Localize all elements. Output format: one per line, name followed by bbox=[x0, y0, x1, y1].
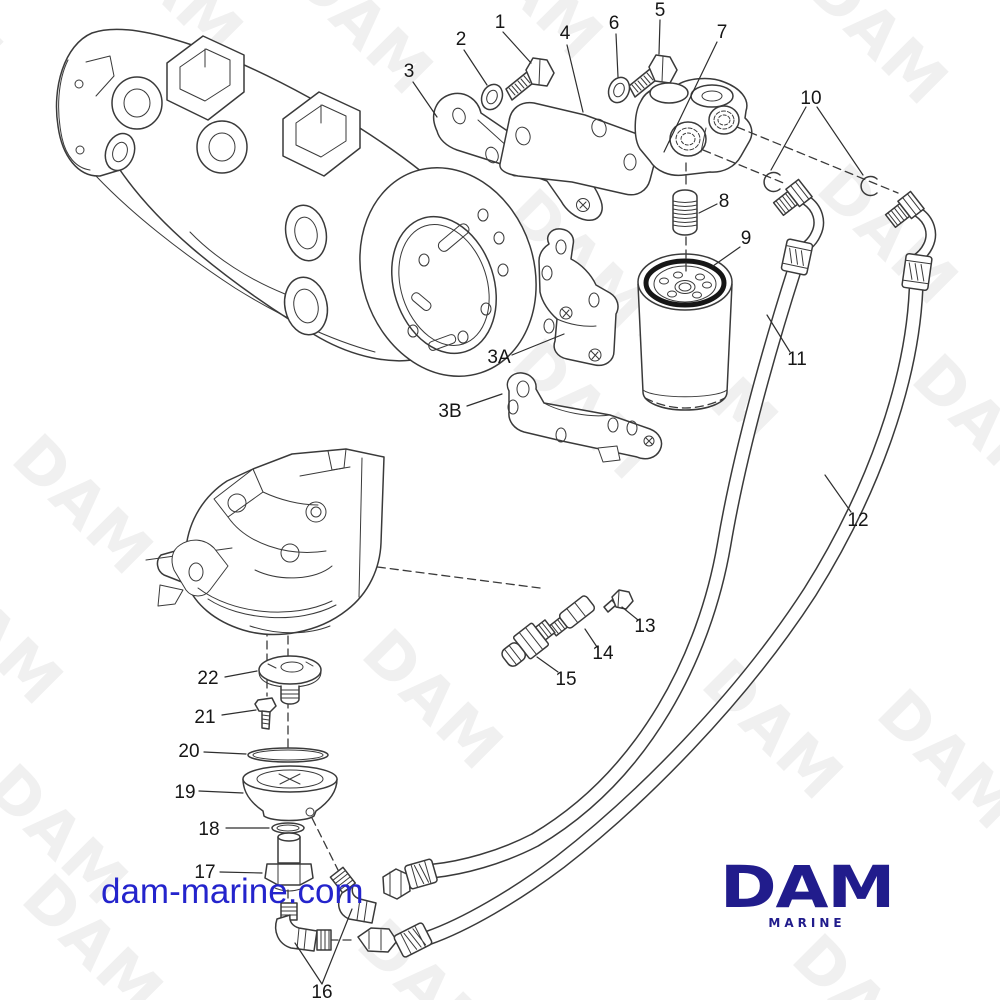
hose-11 bbox=[425, 260, 803, 879]
engine-block bbox=[55, 28, 537, 378]
elbow-16a bbox=[329, 866, 377, 924]
bolt-1 bbox=[505, 57, 555, 101]
oring-18 bbox=[271, 822, 305, 834]
hose-fitting-top-2 bbox=[884, 190, 937, 292]
nipple-8 bbox=[672, 189, 698, 236]
logo-subtitle: MARINE bbox=[768, 916, 846, 930]
leader-lines bbox=[198, 19, 864, 985]
adapter-plate-22 bbox=[258, 655, 322, 705]
remote-mount bbox=[145, 448, 385, 636]
callout-3A: 3A bbox=[487, 347, 511, 368]
oil-pressure-sender-15 bbox=[501, 619, 556, 667]
callout-3B: 3B bbox=[438, 401, 461, 422]
callout-1: 1 bbox=[495, 12, 506, 33]
callout-10: 10 bbox=[800, 88, 821, 109]
callout-7: 7 bbox=[717, 22, 728, 43]
hose-12 bbox=[420, 282, 924, 946]
washer-6 bbox=[607, 76, 631, 104]
elbow-16b bbox=[274, 902, 332, 952]
bracket-3b bbox=[506, 372, 663, 463]
hose-fitting-top-1 bbox=[772, 178, 825, 276]
hose-11-end bbox=[382, 858, 438, 900]
website-url[interactable]: dam-marine.com bbox=[101, 872, 364, 911]
plug-13 bbox=[603, 589, 634, 613]
oil-filter-housing-7 bbox=[634, 77, 753, 177]
callout-15: 15 bbox=[555, 669, 576, 690]
bolt-5 bbox=[628, 54, 678, 98]
bolt-21 bbox=[254, 697, 277, 730]
callout-13: 13 bbox=[634, 616, 655, 637]
callout-21: 21 bbox=[194, 707, 215, 728]
oring-20 bbox=[247, 747, 329, 763]
bracket-4 bbox=[499, 101, 657, 196]
hose-12-end bbox=[357, 922, 433, 958]
callout-8: 8 bbox=[719, 191, 730, 212]
callout-5: 5 bbox=[655, 0, 666, 21]
adapter-housing-19 bbox=[242, 765, 338, 822]
callout-2: 2 bbox=[456, 29, 467, 50]
oil-filter-9 bbox=[637, 253, 733, 411]
logo-title: DAM bbox=[719, 853, 896, 921]
callout-12: 12 bbox=[847, 510, 868, 531]
callout-17: 17 bbox=[194, 862, 215, 883]
callout-19: 19 bbox=[174, 782, 195, 803]
fitting-17 bbox=[264, 832, 314, 892]
snap-ring-10b bbox=[860, 175, 878, 197]
callout-4: 4 bbox=[560, 23, 571, 44]
bracket-3a bbox=[538, 228, 619, 367]
callout-11: 11 bbox=[787, 349, 807, 370]
washer-2 bbox=[480, 83, 504, 111]
callout-labels: 1 2 3 3A 3B 4 5 6 7 8 9 10 11 12 13 14 1… bbox=[174, 0, 868, 1000]
callout-22: 22 bbox=[197, 668, 218, 689]
engine-port-1 bbox=[166, 35, 245, 121]
dam-marine-logo: DAM MARINE bbox=[712, 858, 902, 930]
callout-6: 6 bbox=[609, 13, 620, 34]
snap-ring-10a bbox=[763, 171, 781, 193]
callout-16: 16 bbox=[311, 982, 332, 1000]
alignment-lines bbox=[266, 126, 899, 941]
callout-9: 9 bbox=[741, 228, 752, 249]
callout-20: 20 bbox=[178, 741, 199, 762]
callout-18: 18 bbox=[198, 819, 219, 840]
engine-port-2 bbox=[282, 91, 361, 177]
callout-3: 3 bbox=[404, 61, 415, 82]
engine-flange bbox=[359, 166, 537, 378]
callout-14: 14 bbox=[592, 643, 614, 664]
